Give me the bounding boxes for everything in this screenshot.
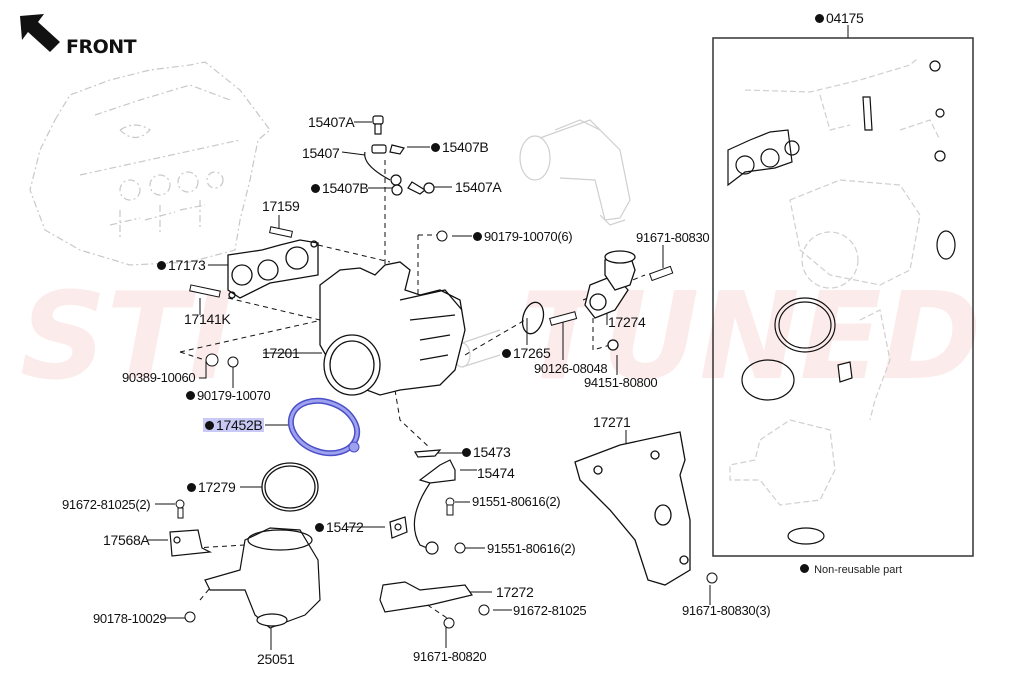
- part-label-25051[interactable]: 25051: [257, 651, 295, 667]
- non-reusable-dot-icon: [315, 523, 324, 532]
- non-reusable-dot-icon: [815, 14, 824, 23]
- non-reusable-dot-icon: [187, 483, 196, 492]
- intake-elbow-ghost: [519, 119, 631, 226]
- gasket-ring-17279: [261, 462, 319, 512]
- studs: [189, 226, 674, 326]
- part-label-15474[interactable]: 15474: [477, 465, 515, 481]
- kit-label-04175[interactable]: 04175: [815, 11, 864, 25]
- part-label-17568A[interactable]: 17568A: [103, 532, 150, 548]
- heat-shield-17271: [574, 431, 691, 586]
- clamp-17452B: [287, 397, 361, 457]
- part-label-17265[interactable]: 17265: [502, 346, 551, 360]
- non-reusable-dot-icon: [431, 143, 440, 152]
- non-reusable-dot-icon: [502, 349, 511, 358]
- part-label-91551-80616-2[interactable]: 91551-80616(2): [487, 541, 576, 556]
- part-label-17279[interactable]: 17279: [187, 480, 236, 494]
- part-label-90178-10029[interactable]: 90178-10029: [93, 611, 167, 626]
- part-label-90126-08048[interactable]: 90126-08048: [534, 361, 608, 376]
- bracket-17568A: [169, 529, 213, 557]
- oxygen-sensor-parts: [364, 115, 435, 196]
- front-arrow-icon: [20, 14, 60, 52]
- part-label-15407B[interactable]: 15407B: [431, 140, 489, 154]
- non-reusable-dot-icon: [462, 448, 471, 457]
- turbocharger-17201: [319, 261, 466, 396]
- part-label-15407B[interactable]: 15407B: [311, 181, 369, 195]
- non-reusable-dot-icon: [205, 421, 214, 430]
- part-label-15472[interactable]: 15472: [315, 520, 364, 534]
- catalytic-converter-25051: [204, 527, 321, 629]
- legend: Non-reusable part: [800, 564, 902, 576]
- part-label-15407[interactable]: 15407: [302, 145, 340, 161]
- part-label-17201[interactable]: 17201: [262, 345, 300, 361]
- part-label-17272[interactable]: 17272: [496, 584, 534, 600]
- non-reusable-dot-icon: [186, 391, 195, 400]
- gasket-ring-17265: [521, 301, 545, 335]
- gasket-17173: [227, 239, 319, 299]
- part-label-90179-10070[interactable]: 90179-10070: [186, 389, 271, 403]
- part-label-15407A[interactable]: 15407A: [308, 114, 355, 130]
- part-label-91551-80616-2[interactable]: 91551-80616(2): [472, 494, 561, 509]
- part-label-17452B-highlighted[interactable]: 17452B: [203, 418, 265, 432]
- part-label-91671-80830[interactable]: 91671-80830: [636, 230, 710, 245]
- front-direction-label: FRONT: [66, 36, 137, 58]
- part-label-91672-81025-2[interactable]: 91672-81025(2): [62, 497, 151, 512]
- part-label-17271[interactable]: 17271: [593, 414, 631, 430]
- gasket-kit-04175-box: [712, 37, 974, 557]
- part-label-91671-80830-3[interactable]: 91671-80830(3): [682, 603, 771, 618]
- part-label-94151-80800[interactable]: 94151-80800: [584, 375, 658, 390]
- part-label-17159[interactable]: 17159: [262, 198, 300, 214]
- part-label-17141K[interactable]: 17141K: [184, 311, 231, 327]
- part-label-15407A[interactable]: 15407A: [455, 179, 502, 195]
- nuts: [175, 230, 718, 629]
- part-label-15473[interactable]: 15473: [462, 445, 511, 459]
- part-label-90389-10060[interactable]: 90389-10060: [122, 370, 196, 385]
- plate-17272: [379, 581, 473, 613]
- part-label-17173[interactable]: 17173: [157, 258, 206, 272]
- non-reusable-dot-icon: [473, 232, 482, 241]
- part-label-90179-10070-6[interactable]: 90179-10070(6): [473, 230, 573, 244]
- elbow-17274: [584, 250, 636, 351]
- non-reusable-dot-icon: [311, 184, 320, 193]
- non-reusable-dot-icon: [800, 564, 809, 573]
- bracket-15474-assembly: [389, 449, 456, 555]
- non-reusable-dot-icon: [157, 261, 166, 270]
- engine-ghost-outline: [29, 61, 271, 266]
- part-label-17274[interactable]: 17274: [608, 314, 646, 330]
- legend-text: Non-reusable part: [814, 564, 903, 576]
- part-label-91672-81025[interactable]: 91672-81025: [513, 603, 587, 618]
- part-label-91671-80820[interactable]: 91671-80820: [413, 649, 487, 664]
